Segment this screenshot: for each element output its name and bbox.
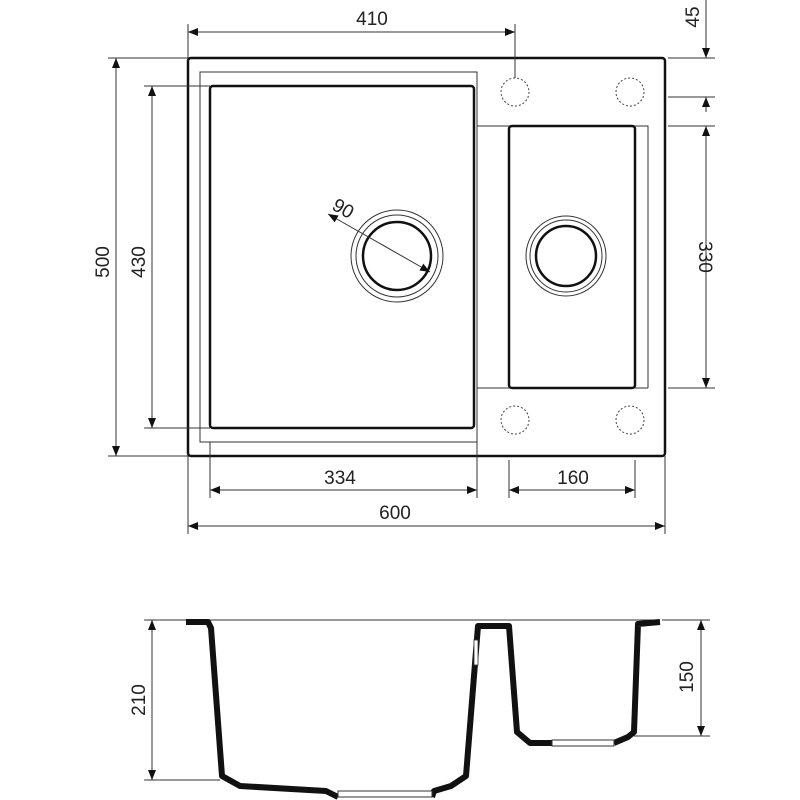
dimension-label: 430: [129, 246, 150, 278]
dimension-45: 45: [668, 0, 715, 112]
dimension-label: 160: [557, 468, 589, 489]
dimension-label: 330: [694, 241, 715, 273]
dimension-label: 210: [129, 684, 150, 716]
dimension-label: 150: [677, 661, 698, 693]
small-bowl: [507, 124, 637, 390]
dimension-label: 500: [93, 246, 114, 278]
sink-profile: [186, 619, 661, 800]
tap-hole-icon: [500, 405, 530, 435]
dimension-150: 150: [634, 619, 710, 737]
dimension-334: 334: [209, 442, 478, 498]
tap-hole-icon: [615, 405, 645, 435]
dimension-label: 90: [328, 195, 357, 224]
large-bowl-rim: [199, 71, 478, 443]
small-drain-icon: [525, 215, 607, 297]
dimension-210: 210: [129, 619, 220, 781]
drain-opening: [551, 739, 615, 747]
tap-hole-icon: [615, 77, 645, 107]
large-drain-icon: [350, 209, 444, 303]
top-view: 410 45 330 500 430: [93, 0, 715, 534]
dimension-90: 90: [327, 195, 431, 273]
dimension-410: 410: [187, 9, 516, 78]
dimension-500: 500: [93, 57, 188, 457]
dimension-160: 160: [508, 460, 636, 498]
dimension-430: 430: [129, 85, 210, 429]
dimension-label: 334: [324, 468, 356, 489]
sink-outline: [186, 56, 667, 458]
tap-hole-icon: [500, 77, 530, 107]
dimension-label: 410: [356, 9, 388, 30]
drain-opening: [337, 790, 433, 798]
dimension-600: 600: [187, 456, 666, 534]
dimension-label: 45: [683, 6, 704, 27]
dimension-330: 330: [668, 125, 715, 389]
overflow-slot: [473, 639, 479, 666]
section-view: 210 150: [129, 619, 710, 800]
large-bowl: [208, 84, 476, 430]
small-bowl-rim: [477, 125, 649, 389]
dimension-label: 600: [379, 503, 411, 524]
